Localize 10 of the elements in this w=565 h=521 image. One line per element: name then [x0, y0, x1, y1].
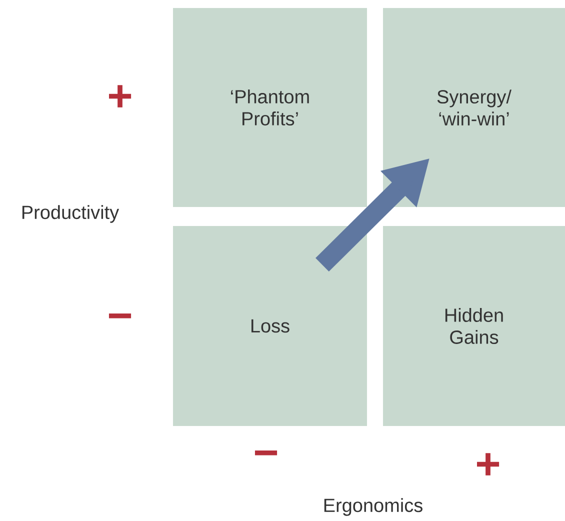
sign-label: − [254, 450, 278, 456]
quadrant-box: ‘Phantom Profits’ [173, 8, 367, 207]
quadrant-box: Synergy/ ‘win-win’ [383, 8, 565, 207]
axis-label: Ergonomics [324, 498, 422, 516]
quadrant-box: Loss [173, 226, 367, 426]
sign-label: − [108, 313, 132, 318]
sign-label: + [477, 453, 500, 476]
quadrant-box: Hidden Gains [383, 226, 565, 426]
axis-label: Productivity [22, 205, 120, 223]
sign-label: + [109, 85, 132, 108]
